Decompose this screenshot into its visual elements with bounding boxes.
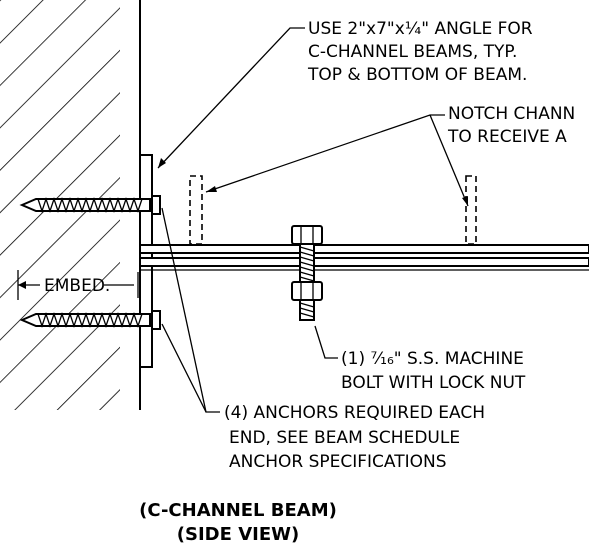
anchors-note-line-3: ANCHOR SPECIFICATIONS <box>229 452 447 472</box>
caption-title: (C-CHANNEL BEAM) <box>139 500 337 521</box>
notch-note: NOTCH CHANN TO RECEIVE A <box>447 104 575 147</box>
bolt-note: (1) ⁷⁄₁₆" S.S. MACHINE BOLT WITH LOCK NU… <box>341 349 526 393</box>
angle-note-line-2: C-CHANNEL BEAMS, TYP. <box>308 42 517 62</box>
leader-angle <box>157 27 305 169</box>
anchor-bolt-top <box>19 195 161 215</box>
anchors-note-line-1: (4) ANCHORS REQUIRED EACH <box>224 403 485 423</box>
anchor-bolt-bottom <box>19 310 161 330</box>
angle-note: USE 2"x7"x¼" ANGLE FOR C-CHANNEL BEAMS, … <box>307 19 533 85</box>
leader-notch <box>205 114 469 207</box>
anchors-note: (4) ANCHORS REQUIRED EACH END, SEE BEAM … <box>224 403 485 472</box>
machine-bolt <box>291 225 323 321</box>
c-channel-beam <box>139 244 589 271</box>
angle-note-line-3: TOP & BOTTOM OF BEAM. <box>307 65 527 85</box>
channel-notch-right <box>465 175 477 245</box>
leader-anchors <box>161 207 220 413</box>
leader-embed <box>17 270 139 300</box>
embed-label: EMBED. <box>44 276 110 296</box>
leader-bolt <box>314 325 338 359</box>
bolt-note-line-2: BOLT WITH LOCK NUT <box>341 373 526 393</box>
angle-note-line-1: USE 2"x7"x¼" ANGLE FOR <box>308 19 533 39</box>
channel-notch-left <box>189 175 203 245</box>
anchors-note-line-2: END, SEE BEAM SCHEDULE <box>229 428 460 448</box>
notch-note-line-1: NOTCH CHANN <box>448 104 575 124</box>
notch-note-line-2: TO RECEIVE A <box>447 127 567 147</box>
caption-subtitle: (SIDE VIEW) <box>177 524 299 545</box>
bolt-note-line-1: (1) ⁷⁄₁₆" S.S. MACHINE <box>341 349 524 369</box>
